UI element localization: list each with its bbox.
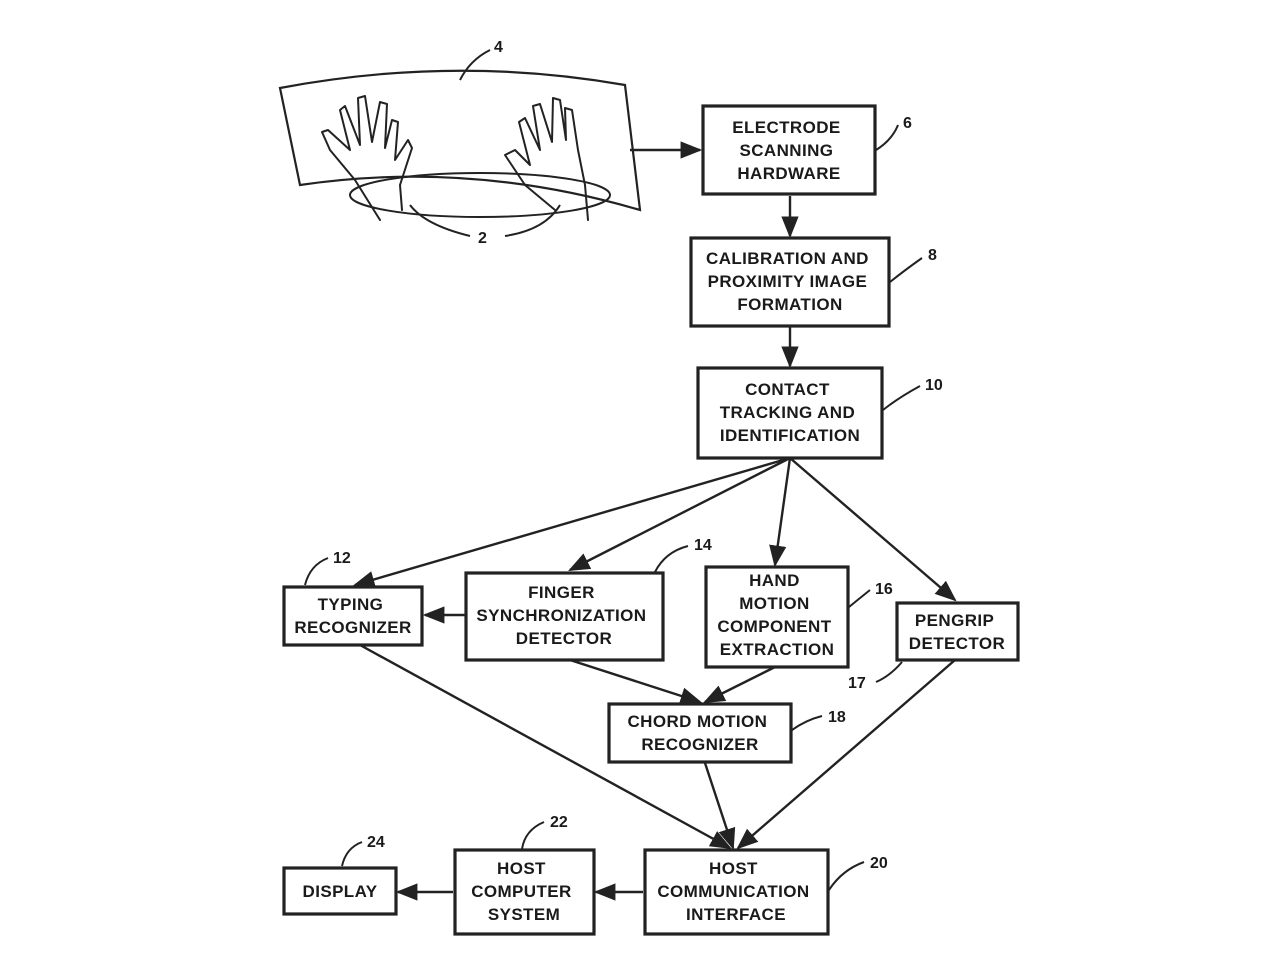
edge-finger-to-chord (569, 658, 703, 705)
node-calibration: CALIBRATION AND PROXIMITY IMAGE FORMATIO… (689, 236, 937, 328)
node-finger: FINGER SYNCHRONIZATION DETECTOR 14 (464, 537, 712, 662)
chord-ref-lead (791, 715, 823, 731)
pengrip-ref-lead (875, 661, 903, 683)
display-text: DISPLAY (303, 882, 378, 901)
hand-motion-ref-lead (848, 589, 871, 608)
hands-ref-lead (409, 204, 561, 237)
node-typing: TYPING RECOGNIZER 12 (282, 550, 424, 647)
contact-text: CONTACT TRACKING AND IDENTIFICATION (720, 380, 861, 445)
node-display: DISPLAY 24 (282, 834, 398, 916)
finger-ref-lead (654, 545, 689, 573)
chord-box (607, 702, 793, 764)
hands-ref-label: 2 (478, 230, 487, 247)
node-hand-motion: HAND MOTION COMPONENT EXTRACTION 16 (704, 565, 893, 669)
typing-ref-lead (304, 557, 329, 586)
electrode-ref-lead (875, 124, 899, 151)
host-comm-text: HOST COMMUNICATION INTERFACE (657, 859, 814, 924)
electrode-ref-label: 6 (903, 115, 912, 132)
edge-pengrip-to-host-comm (736, 659, 956, 850)
host-computer-box (453, 848, 596, 936)
host-comm-ref-lead (828, 861, 865, 891)
calibration-ref-lead (889, 257, 923, 283)
surface-curve (349, 172, 611, 218)
pengrip-ref-label: 17 (848, 675, 866, 692)
electrode-box (701, 104, 877, 196)
node-electrode: ELECTRODE SCANNING HARDWARE 6 (701, 104, 912, 196)
hand-motion-text: HAND MOTION COMPONENT EXTRACTION (717, 571, 836, 659)
touch-surface (278, 69, 642, 212)
contact-ref-label: 10 (925, 377, 943, 394)
surface-ref-lead (459, 49, 491, 81)
host-computer-text: HOST COMPUTER SYSTEM (471, 859, 577, 924)
chord-ref-label: 18 (828, 709, 846, 726)
surface-ref-label: 4 (494, 39, 503, 56)
display-ref-label: 24 (367, 834, 385, 851)
touch-surface-illustration: 4 2 (278, 39, 642, 247)
node-host-computer: HOST COMPUTER SYSTEM 22 (453, 814, 596, 936)
flow-edges (352, 141, 957, 901)
host-computer-ref-label: 22 (550, 814, 568, 831)
display-box (282, 866, 398, 916)
electrode-text: ELECTRODE SCANNING HARDWARE (732, 118, 846, 183)
display-ref-lead (341, 841, 363, 867)
node-contact: CONTACT TRACKING AND IDENTIFICATION 10 (696, 366, 943, 460)
right-hand-icon (504, 97, 589, 221)
host-computer-ref-lead (521, 821, 545, 850)
edge-chord-to-host-comm (703, 762, 736, 851)
edge-contact-to-finger (568, 456, 791, 572)
finger-ref-label: 14 (694, 537, 712, 554)
calibration-box (689, 236, 891, 328)
calibration-text: CALIBRATION AND PROXIMITY IMAGE FORMATIO… (706, 249, 874, 314)
contact-ref-lead (882, 385, 921, 411)
finger-text: FINGER SYNCHRONIZATION DETECTOR (476, 583, 651, 648)
node-chord: CHORD MOTION RECOGNIZER 18 (607, 702, 846, 764)
edge-contact-to-hand (769, 457, 792, 568)
edge-contact-to-typing (352, 456, 791, 588)
hand-motion-box (704, 565, 850, 669)
contact-box (696, 366, 884, 460)
hand-motion-ref-label: 16 (875, 581, 893, 598)
node-pengrip: PENGRIP DETECTOR 17 (848, 601, 1020, 692)
typing-text: TYPING RECOGNIZER (294, 595, 411, 637)
calibration-ref-label: 8 (928, 247, 937, 264)
host-comm-ref-label: 20 (870, 855, 888, 872)
edge-typing-to-host-comm (359, 643, 732, 850)
edge-contact-to-pengrip (789, 457, 957, 602)
node-host-comm: HOST COMMUNICATION INTERFACE 20 (643, 848, 888, 936)
typing-box (282, 585, 424, 647)
chord-text: CHORD MOTION RECOGNIZER (628, 712, 773, 754)
pengrip-text: PENGRIP DETECTOR (909, 611, 1005, 653)
typing-ref-label: 12 (333, 550, 351, 567)
edge-hand-to-chord (703, 665, 776, 704)
host-comm-box (643, 848, 830, 936)
pengrip-box (895, 601, 1020, 662)
left-hand-icon (321, 95, 413, 221)
finger-box (464, 571, 665, 662)
